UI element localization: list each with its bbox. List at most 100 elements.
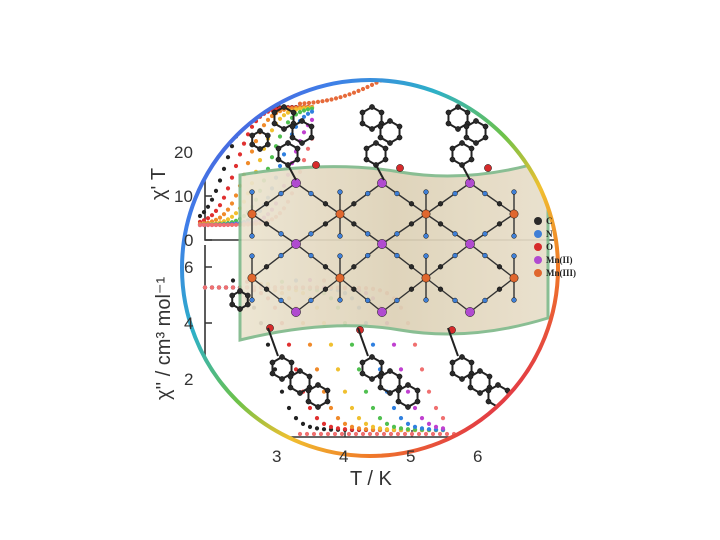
ligand-top-atom [281, 126, 287, 132]
bottom-series-point [398, 367, 404, 372]
bottom-series-point [216, 285, 222, 290]
bridge-carbon [408, 286, 415, 292]
ligand-bottom-atom [324, 387, 331, 394]
ligand-top-atom [377, 123, 384, 130]
top-series-point [209, 222, 215, 228]
ligand-top-atom [445, 109, 452, 116]
ligand-edge-atom [257, 146, 263, 152]
ligand-top-atom [396, 134, 403, 141]
bottom-series-point [321, 421, 327, 426]
top-envelope-point [504, 124, 510, 129]
top-envelope-point [460, 70, 464, 74]
ligand-bottom-atom [459, 376, 465, 382]
bottom-series-point [370, 342, 376, 347]
ligand-top-atom [275, 145, 282, 152]
bridge-carbon [322, 221, 329, 227]
ligand-top-atom [294, 145, 301, 152]
bottom-tail-point [507, 431, 513, 437]
legend-swatch [534, 243, 542, 251]
top-envelope-point [554, 179, 558, 184]
top-series-point [241, 141, 247, 146]
ligand-top-atom [445, 120, 452, 127]
bridge-nitrogen [308, 231, 314, 237]
cn-bridge [381, 277, 427, 313]
top-series-point [305, 146, 311, 151]
ligand-top-atom [359, 109, 366, 116]
bridge-nitrogen [452, 231, 458, 237]
legend-swatch [534, 217, 542, 225]
bottom-series-point [412, 424, 418, 429]
top-envelope-point [568, 192, 572, 196]
cn-bridge [469, 243, 515, 279]
top-envelope-point [491, 106, 496, 111]
ligand-bottom-atom [359, 370, 366, 377]
bottom-series-point [293, 416, 299, 421]
ligand-top-atom [369, 126, 375, 132]
axial-nitrogen [337, 253, 343, 259]
bridge-nitrogen [278, 297, 284, 304]
cn-bridge [381, 182, 427, 215]
ligand-bottom-atom [486, 373, 493, 380]
ligand-bottom-atom [279, 354, 285, 360]
bottom-tail-point [409, 431, 415, 437]
legend-label: N [546, 229, 553, 239]
top-envelope-point [469, 75, 473, 79]
top-series-point [281, 152, 287, 157]
ligand-top-atom [455, 126, 461, 132]
bottom-tail-point [486, 431, 492, 437]
bridge-carbon [496, 286, 503, 292]
cn-bridge [469, 277, 515, 313]
bottom-series-point [384, 427, 390, 432]
bottom-tail-point [374, 431, 380, 437]
bridge-carbon [496, 221, 503, 227]
bottom-series-point [300, 421, 306, 426]
bridge-nitrogen [308, 190, 314, 197]
bottom-series-point [377, 426, 383, 431]
cn-bridge [425, 243, 471, 279]
bottom-series-point [363, 389, 369, 394]
mn3-atom [335, 209, 345, 219]
ligand-top-atom [363, 145, 370, 152]
top-series-point [221, 166, 227, 171]
top-envelope-point [473, 81, 478, 86]
top-series-point [221, 212, 227, 217]
ligand-top-atom [289, 134, 296, 141]
top-envelope-point [495, 112, 501, 117]
legend-label: Mn(II) [546, 255, 573, 265]
oxygen-atom [312, 161, 320, 169]
top-envelope-point [424, 63, 428, 67]
top-envelope-point [437, 64, 441, 68]
ligand-top-atom [308, 134, 315, 141]
bridge-nitrogen [308, 297, 314, 304]
axial-nitrogen [423, 297, 429, 303]
top-series-point [221, 222, 227, 228]
top-envelope-point [545, 170, 550, 175]
bridge-carbon [408, 264, 415, 270]
bottom-series-point [405, 427, 411, 432]
top-envelope-point [482, 94, 487, 99]
bottom-series-point [440, 426, 446, 431]
top-envelope-point [342, 93, 348, 98]
legend-swatch [534, 256, 542, 264]
bridge-carbon [408, 201, 415, 207]
bottom-tail-point [388, 431, 394, 437]
bottom-series-point [363, 427, 369, 432]
axial-nitrogen [423, 189, 429, 195]
top-y-tick-label: 0 [184, 231, 193, 250]
crystal-structure [229, 104, 519, 410]
top-envelope-point [297, 101, 303, 106]
top-series-point [249, 124, 255, 129]
top-series-point [249, 112, 255, 117]
bridge-nitrogen [452, 252, 458, 259]
cn-bridge [425, 213, 471, 245]
top-series-point [281, 113, 287, 118]
ligand-top-atom [463, 123, 470, 130]
ligand-top-atom [468, 145, 475, 152]
bottom-series-point [419, 426, 425, 431]
bottom-series-point [272, 367, 278, 372]
ligand-top-atom [373, 140, 379, 146]
bottom-series-point [342, 427, 348, 432]
bottom-series-point [363, 421, 369, 426]
top-envelope-point [369, 82, 375, 87]
bridge-carbon [437, 264, 444, 270]
